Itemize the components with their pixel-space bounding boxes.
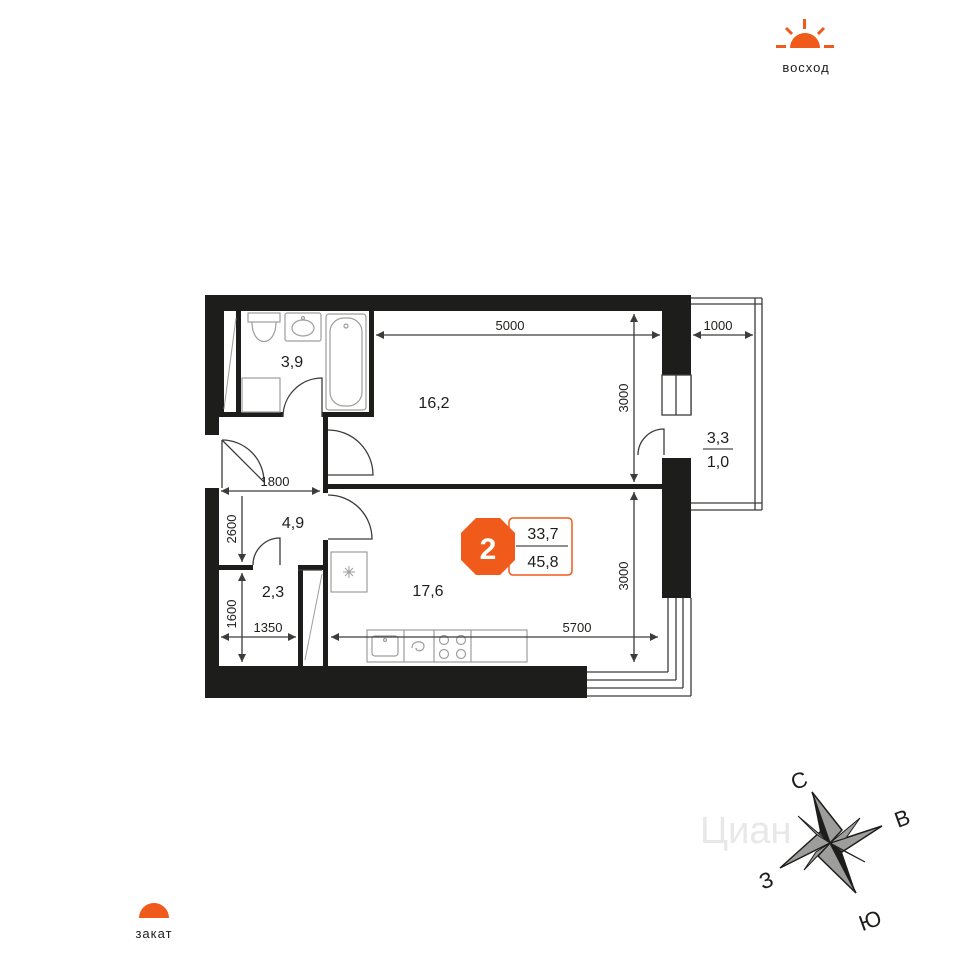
dim-balcony-width: 1000 — [704, 318, 733, 333]
cooktop-icon — [438, 634, 467, 660]
toilet-icon — [247, 312, 281, 342]
compass-north-label: С — [787, 766, 811, 795]
compass-rose-icon — [779, 791, 883, 894]
interior-walls — [219, 311, 662, 666]
area-kitchen-living: 17,6 — [412, 583, 443, 600]
watermark: Циан — [700, 810, 791, 852]
kitchen-counter — [330, 551, 528, 663]
wardrobe-hatch — [223, 317, 323, 661]
dimension-arrowheads — [221, 314, 753, 662]
room-count-badge: 2 33,7 45,8 — [461, 517, 573, 576]
washing-machine-icon — [241, 377, 281, 413]
living-area: 33,7 — [527, 526, 558, 543]
area-balcony-reduced: 1,0 — [707, 454, 729, 471]
dim-kitchen-width: 5700 — [563, 620, 592, 635]
area-bathroom: 3,9 — [281, 354, 303, 371]
compass-east-label: В — [891, 804, 913, 833]
dim-kitchen-depth: 3000 — [616, 562, 631, 591]
dishwasher-icon — [411, 641, 425, 652]
dimension-lines — [221, 314, 753, 662]
total-area: 45,8 — [527, 554, 558, 571]
door-swings — [221, 377, 665, 571]
area-storage: 2,3 — [262, 584, 284, 601]
sunrise-label: восход — [782, 60, 829, 75]
exterior-walls — [205, 295, 691, 698]
window-frames — [221, 375, 692, 697]
dim-hall-width: 1800 — [261, 474, 290, 489]
sunset-label: закат — [135, 926, 172, 941]
fridge-icon — [343, 566, 355, 578]
sink-icon — [284, 312, 322, 342]
sunrise-icon — [776, 19, 834, 48]
balcony-outline — [691, 297, 763, 511]
dim-storage-depth: 1600 — [224, 600, 239, 629]
area-balcony-full: 3,3 — [707, 430, 729, 447]
dim-bedroom-width: 5000 — [496, 318, 525, 333]
compass-south-label: Ю — [855, 905, 884, 936]
compass-west-label: З — [756, 866, 777, 894]
area-hall: 4,9 — [282, 515, 304, 532]
sunset-icon — [139, 903, 169, 918]
bathtub-icon — [325, 313, 367, 411]
dim-bedroom-depth: 3000 — [616, 384, 631, 413]
area-bedroom: 16,2 — [418, 395, 449, 412]
kitchen-sink-icon — [371, 635, 399, 657]
dim-hall-depth: 2600 — [224, 515, 239, 544]
balcony-door-frame — [661, 374, 692, 416]
room-count: 2 — [480, 533, 497, 566]
dim-storage-width: 1350 — [254, 620, 283, 635]
